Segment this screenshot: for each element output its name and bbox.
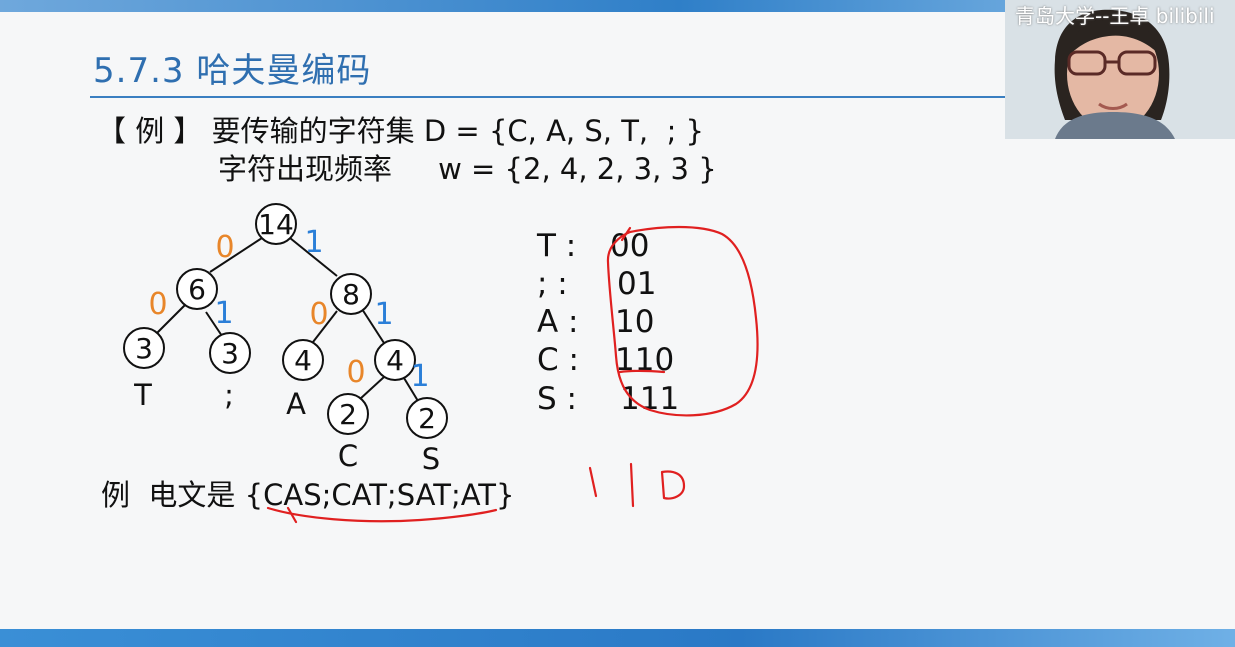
message-line: 例 电文是 {CAS;CAT;SAT;AT} (101, 478, 515, 512)
node-weight: 4 (294, 344, 312, 377)
node-weight: 4 (386, 344, 404, 377)
ink-underline-message (266, 506, 498, 523)
leaf-char-semicolon: ; (224, 378, 234, 412)
webcam-overlay: 青岛大学--王卓 bilibili (1005, 0, 1235, 139)
code-value: 01 (617, 266, 656, 302)
leaf-char-S: S (422, 442, 440, 476)
ink-circle-codes (606, 225, 759, 417)
example-line-frequency: 字符出现频率 w = {2, 4, 2, 3, 3 } (218, 152, 717, 186)
edge-root-6 (209, 237, 263, 273)
leaf-char-T: T (133, 378, 152, 412)
tree-node-6: 6 (176, 268, 218, 310)
ink-tick-code (620, 226, 632, 242)
edge-bit-label: 0 (346, 355, 365, 390)
node-weight: 2 (339, 398, 357, 431)
example-line-charset: 【 例 】 要传输的字符集 D = {C, A, S, T, ; } (97, 114, 705, 148)
tree-node-4: 4 (374, 339, 416, 381)
presenter-video (1005, 0, 1235, 139)
node-weight: 6 (188, 273, 206, 306)
tree-leaf-semicolon: 3 (209, 332, 251, 374)
edge-bit-label: 1 (214, 296, 233, 331)
tree-node-8: 8 (330, 273, 372, 315)
edge-6-T (155, 304, 186, 335)
tree-leaf-A: 4 (282, 339, 324, 381)
code-char: ; : (537, 266, 568, 302)
code-value: 10 (615, 304, 654, 340)
ink-underline-110 (618, 369, 666, 374)
ink-handwritten-110: 110 (0, 0, 686, 508)
node-weight: 3 (135, 332, 153, 365)
node-weight: 14 (258, 208, 294, 241)
code-value: 111 (620, 381, 679, 417)
edge-bit-label: 1 (374, 297, 393, 332)
edge-4-S (403, 377, 419, 402)
tree-leaf-S: 2 (406, 397, 448, 439)
edge-bit-label: 0 (309, 297, 328, 332)
title-divider (90, 96, 1005, 98)
node-weight: 8 (342, 278, 360, 311)
node-weight: 2 (418, 402, 436, 435)
edge-8-A (312, 310, 338, 343)
video-watermark: 青岛大学--王卓 bilibili (1015, 4, 1215, 28)
handwritten-text: 110 (0, 0, 2, 1)
code-char: T : (536, 228, 576, 264)
tree-node-root: 14 (255, 203, 297, 245)
code-value: 00 (610, 228, 649, 264)
slide-title: 5.7.3 哈夫曼编码 (93, 51, 372, 91)
edge-bit-label: 1 (410, 359, 429, 394)
tree-leaf-T: 3 (123, 327, 165, 369)
edge-8-4 (361, 308, 385, 344)
tree-leaf-C: 2 (327, 393, 369, 435)
edge-bit-label: 1 (304, 225, 323, 260)
leaf-char-A: A (286, 387, 306, 421)
bottom-accent-bar (0, 629, 1235, 647)
edge-bit-label: 0 (148, 287, 167, 322)
leaf-char-C: C (338, 439, 358, 473)
edge-root-8 (289, 237, 338, 277)
code-char: C : (537, 342, 579, 378)
top-accent-bar (0, 0, 1235, 12)
code-char: A : (537, 304, 579, 340)
edge-6-semi (205, 311, 223, 337)
code-char: S : (537, 381, 577, 417)
node-weight: 3 (221, 337, 239, 370)
edge-4-C (359, 376, 385, 400)
ink-tick-message (286, 506, 298, 524)
edge-bit-label: 0 (215, 230, 234, 265)
